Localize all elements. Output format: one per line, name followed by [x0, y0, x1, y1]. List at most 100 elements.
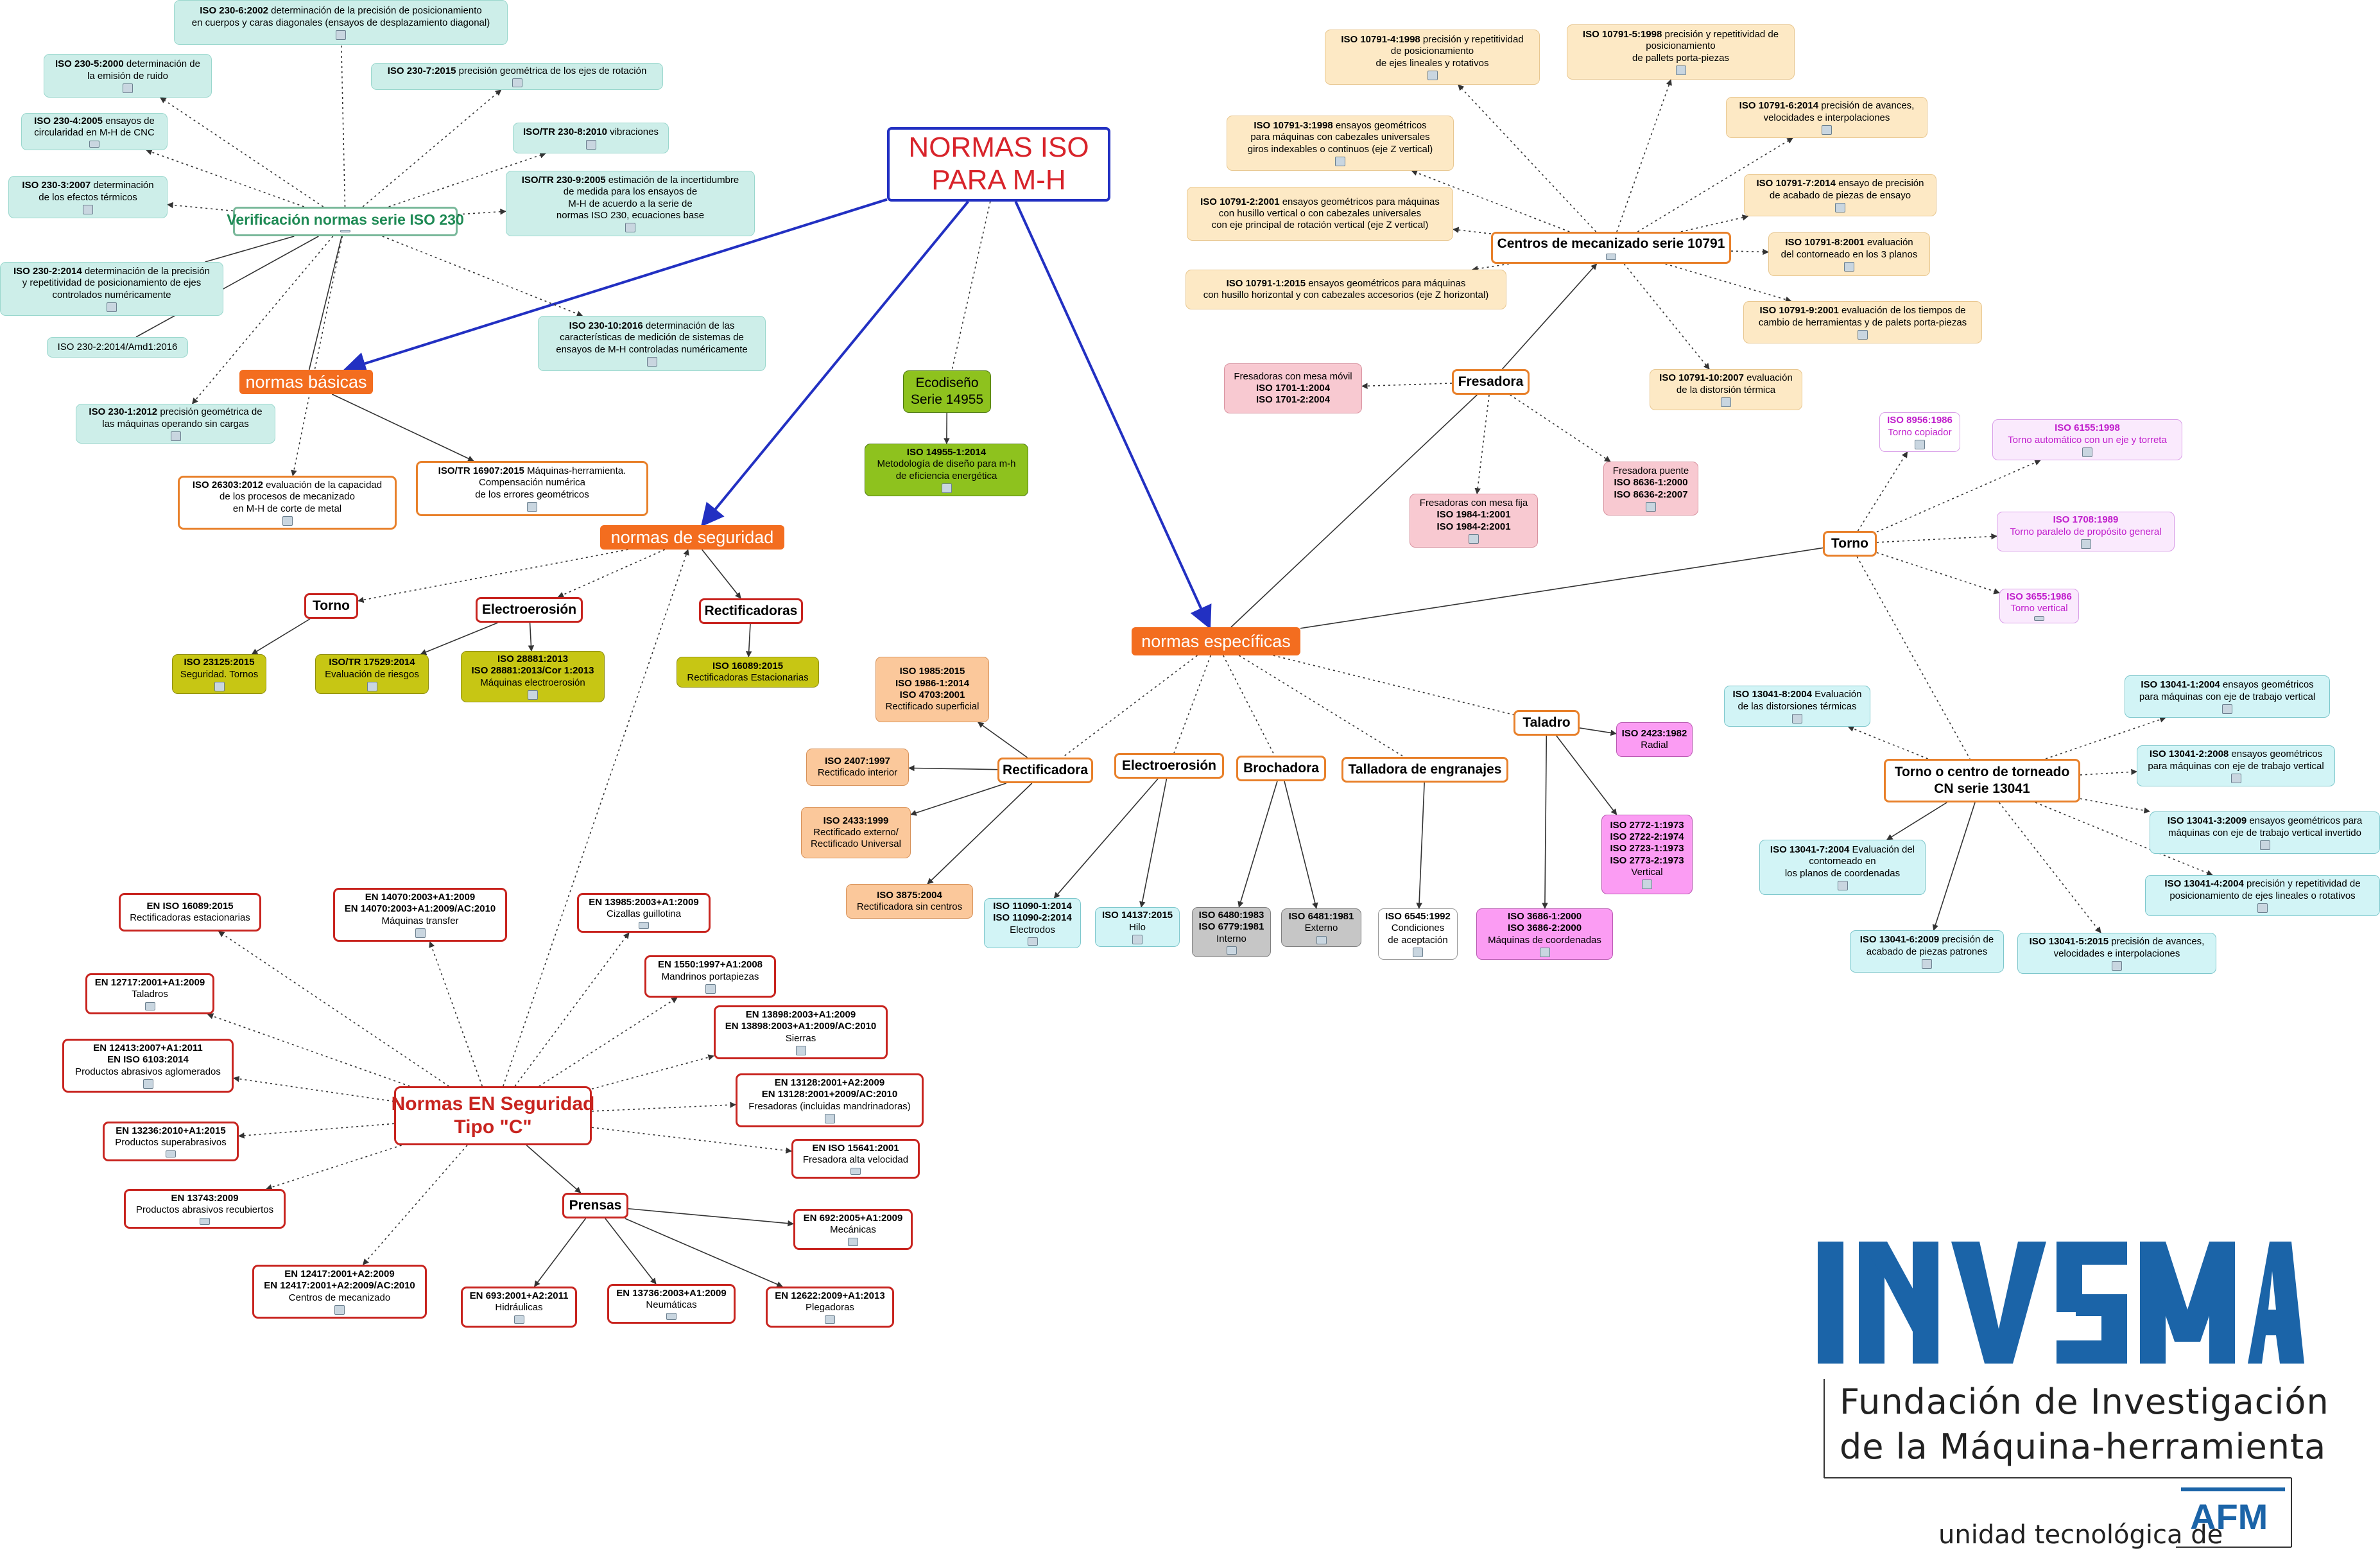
- node-text-line: Electroerosión: [482, 602, 576, 618]
- iso-230-8: ISO/TR 230-8:2010 vibraciones: [513, 123, 669, 153]
- talladora-engranajes: Talladora de engranajes: [1341, 757, 1508, 783]
- document-icon[interactable]: [1922, 958, 1932, 969]
- standard-description: Mandrinos portapiezas: [661, 971, 759, 982]
- connector-line: [429, 941, 483, 1087]
- document-icon[interactable]: [513, 1315, 524, 1324]
- document-icon[interactable]: [2257, 903, 2268, 913]
- node-text-line: EN 13128:2001+A2:2009: [775, 1077, 884, 1089]
- document-icon[interactable]: [2112, 960, 2122, 971]
- document-icon[interactable]: [170, 431, 181, 441]
- standard-code: EN 12413:2007+A1:2011: [93, 1043, 203, 1054]
- node-text-line: ISO 13041-6:2009 precisión de: [1860, 934, 1994, 946]
- document-icon[interactable]: [1822, 125, 1832, 135]
- document-icon[interactable]: [848, 1237, 858, 1246]
- connector-line: [1230, 394, 1478, 628]
- document-icon[interactable]: [795, 1045, 806, 1055]
- standard-code: ISO 28881:2013/Cor 1:2013: [471, 665, 594, 677]
- document-icon[interactable]: [824, 1113, 835, 1123]
- document-icon[interactable]: [1539, 947, 1550, 957]
- node-text-line: ISO 230-2:2014 determinación de la preci…: [13, 266, 210, 277]
- connector-line: [1472, 263, 1510, 272]
- document-icon[interactable]: [1835, 202, 1845, 212]
- standard-code: ISO 11090-2:2014: [993, 912, 1072, 924]
- document-icon[interactable]: [142, 1079, 153, 1089]
- connector-line: [591, 1102, 736, 1112]
- document-icon[interactable]: [1675, 65, 1686, 75]
- document-icon[interactable]: [1226, 946, 1237, 955]
- document-icon[interactable]: [1132, 934, 1143, 944]
- document-icon[interactable]: [123, 83, 133, 93]
- document-icon[interactable]: [336, 30, 346, 40]
- connector-line: [1053, 778, 1159, 899]
- document-icon[interactable]: [1844, 261, 1854, 272]
- standard-description: precisión geométrica de: [157, 406, 263, 418]
- document-icon[interactable]: [1721, 397, 1731, 407]
- document-icon[interactable]: [1316, 935, 1327, 944]
- document-icon[interactable]: [585, 139, 596, 150]
- document-icon[interactable]: [340, 230, 350, 232]
- node-text-line: con eje principal de rotación vertical (…: [1212, 220, 1429, 231]
- document-icon[interactable]: [1792, 713, 1802, 724]
- document-icon[interactable]: [2222, 704, 2232, 714]
- connector-line: [1680, 214, 1749, 232]
- node-text-line: para máquinas con eje de trabajo vertica…: [2148, 761, 2324, 772]
- node-text-line: Torno automático con un eje y torreta: [2008, 435, 2167, 446]
- document-icon[interactable]: [1335, 156, 1345, 166]
- document-icon[interactable]: [1646, 501, 1656, 512]
- document-icon[interactable]: [1413, 947, 1423, 957]
- document-icon[interactable]: [107, 302, 117, 312]
- document-icon[interactable]: [2259, 840, 2270, 850]
- document-icon[interactable]: [366, 681, 377, 691]
- document-icon[interactable]: [200, 1217, 210, 1225]
- standard-description: determinación de la precisión: [82, 266, 211, 277]
- document-icon[interactable]: [646, 356, 657, 367]
- document-icon[interactable]: [2082, 447, 2092, 457]
- document-icon[interactable]: [83, 204, 93, 214]
- node-text-line: ISO 2407:1997: [825, 756, 890, 767]
- document-icon[interactable]: [1027, 937, 1038, 946]
- document-icon[interactable]: [144, 1001, 155, 1010]
- node-text-line: del contorneado en los 3 planos: [1781, 249, 1918, 261]
- node-text-line: EN 13128:2001+2009/AC:2010: [762, 1089, 897, 1100]
- document-icon[interactable]: [666, 1312, 677, 1320]
- standard-description: NORMAS ISO: [908, 132, 1089, 164]
- document-icon[interactable]: [941, 483, 952, 493]
- document-icon[interactable]: [528, 689, 538, 700]
- document-icon[interactable]: [2034, 616, 2044, 621]
- document-icon[interactable]: [639, 921, 649, 929]
- document-icon[interactable]: [1915, 439, 1925, 449]
- document-icon[interactable]: [1642, 880, 1652, 890]
- document-icon[interactable]: [625, 223, 635, 233]
- document-icon[interactable]: [825, 1315, 835, 1324]
- document-icon[interactable]: [1837, 880, 1848, 890]
- document-icon[interactable]: [334, 1304, 345, 1315]
- document-icon[interactable]: [89, 140, 99, 148]
- document-icon[interactable]: [1427, 70, 1438, 80]
- document-icon[interactable]: [1469, 533, 1479, 544]
- standard-code: ISO 10791-9:2001: [1759, 305, 1839, 316]
- standard-description: evaluación: [1743, 372, 1793, 384]
- document-icon[interactable]: [850, 1167, 861, 1175]
- document-icon[interactable]: [1606, 253, 1616, 260]
- node-text-line: Talladora de engranajes: [1349, 761, 1502, 778]
- document-icon[interactable]: [415, 928, 426, 938]
- document-icon[interactable]: [282, 516, 293, 526]
- document-icon[interactable]: [2230, 773, 2241, 783]
- document-icon[interactable]: [512, 78, 522, 87]
- document-icon[interactable]: [166, 1150, 176, 1157]
- node-text-line: Externo: [1305, 923, 1338, 934]
- document-icon[interactable]: [1858, 329, 1868, 340]
- document-icon[interactable]: [2080, 539, 2091, 549]
- document-icon[interactable]: [214, 681, 225, 691]
- standard-code: ISO 10791-8:2001: [1785, 237, 1865, 248]
- document-icon[interactable]: [705, 984, 716, 994]
- connector-line: [2080, 798, 2150, 814]
- prensas: Prensas: [562, 1193, 628, 1218]
- document-icon[interactable]: [527, 501, 537, 512]
